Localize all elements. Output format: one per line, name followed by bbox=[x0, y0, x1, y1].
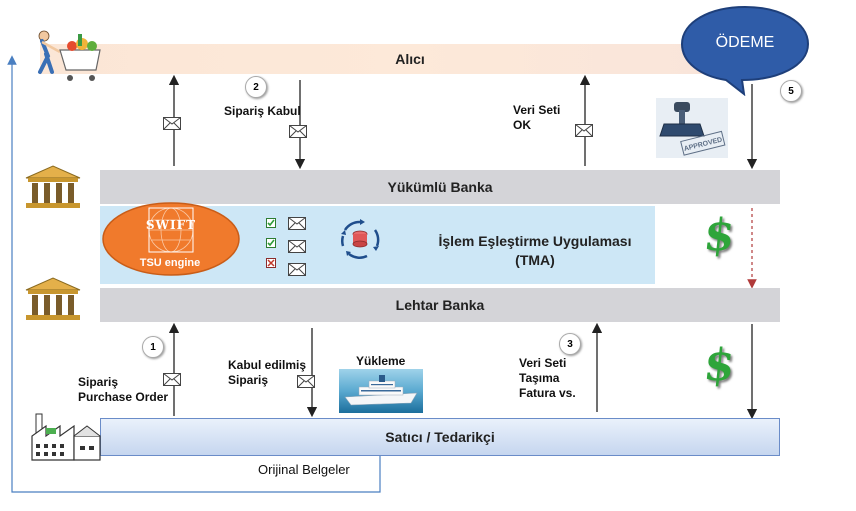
tma-title: İşlem Eşleştirme Uygulaması (TMA) bbox=[400, 232, 670, 270]
envelope-icon bbox=[297, 375, 315, 388]
label-veri-seti-tasima-line3: Fatura vs. bbox=[519, 386, 576, 400]
yukumlu-label: Yükümlü Banka bbox=[387, 179, 493, 195]
swift-ellipse bbox=[102, 202, 240, 276]
satici-band: Satıcı / Tedarikçi bbox=[100, 418, 780, 456]
lehtar-banka-band: Lehtar Banka bbox=[100, 288, 780, 322]
label-siparis-po: Sipariş Purchase Order bbox=[78, 375, 168, 405]
label-kabul-edilmis-line1: Kabul edilmiş bbox=[228, 358, 307, 372]
yukumlu-banka-band: Yükümlü Banka bbox=[100, 170, 780, 204]
factory-icon bbox=[31, 413, 101, 461]
label-veri-seti-tasima-line2: Taşıma bbox=[519, 371, 560, 385]
checkbox-icon bbox=[266, 218, 276, 228]
odeme-label: ÖDEME bbox=[715, 34, 775, 51]
label-kabul-edilmis-line2: Sipariş bbox=[228, 373, 269, 387]
envelope-icon bbox=[288, 240, 306, 253]
envelope-icon bbox=[289, 125, 307, 138]
swift-logo-text: SWIFT bbox=[145, 218, 197, 232]
dollar-icon: $ bbox=[701, 340, 738, 391]
label-kabul-edilmis: Kabul edilmiş Sipariş bbox=[228, 358, 306, 388]
tma-title-line2: (TMA) bbox=[515, 252, 555, 268]
database-cycle-icon bbox=[341, 219, 380, 259]
tma-title-line1: İşlem Eşleştirme Uygulaması bbox=[438, 233, 632, 249]
envelope-icon bbox=[288, 263, 306, 276]
step-number-2: 2 bbox=[245, 76, 267, 98]
dollar-icon: $ bbox=[701, 210, 738, 261]
loop-line bbox=[7, 55, 381, 493]
satici-label: Satıcı / Tedarikçi bbox=[385, 429, 495, 445]
envelope-icon bbox=[575, 124, 593, 137]
label-veri-seti-ok-line2: OK bbox=[513, 118, 531, 132]
label-veri-seti-ok-line1: Veri Seti bbox=[513, 103, 561, 117]
label-siparis-kabul: Sipariş Kabul bbox=[224, 104, 301, 118]
label-veri-seti-tasima: Veri Seti Taşıma Fatura vs. bbox=[519, 356, 576, 401]
odeme-bubble bbox=[680, 5, 810, 96]
label-siparis-line1: Sipariş bbox=[78, 375, 119, 389]
checkbox-cross-icon bbox=[266, 258, 276, 268]
label-orijinal-belgeler: Orijinal Belgeler bbox=[258, 462, 350, 477]
lehtar-label: Lehtar Banka bbox=[395, 297, 485, 313]
label-veri-seti-ok: Veri Seti OK bbox=[513, 103, 560, 133]
alici-band: Alıcı bbox=[40, 44, 780, 74]
bank-icon bbox=[25, 165, 81, 208]
stamp-icon: APPROVED bbox=[656, 98, 728, 158]
swift-caption: TSU engine bbox=[139, 257, 201, 269]
envelope-icon bbox=[163, 373, 181, 386]
checkbox-icon bbox=[266, 238, 276, 248]
step-number-3: 3 bbox=[559, 333, 581, 355]
label-veri-seti-tasima-line1: Veri Seti bbox=[519, 356, 567, 370]
envelope-icon bbox=[288, 217, 306, 230]
ship-icon bbox=[339, 369, 423, 413]
step-number-1: 1 bbox=[142, 336, 164, 358]
label-yukleme: Yükleme bbox=[356, 354, 406, 368]
shopper-icon bbox=[38, 30, 101, 81]
alici-label: Alıcı bbox=[395, 51, 425, 67]
envelope-icon bbox=[163, 117, 181, 130]
bank-icon bbox=[25, 277, 81, 320]
step-number-5: 5 bbox=[780, 80, 802, 102]
label-siparis-line2: Purchase Order bbox=[78, 390, 169, 404]
